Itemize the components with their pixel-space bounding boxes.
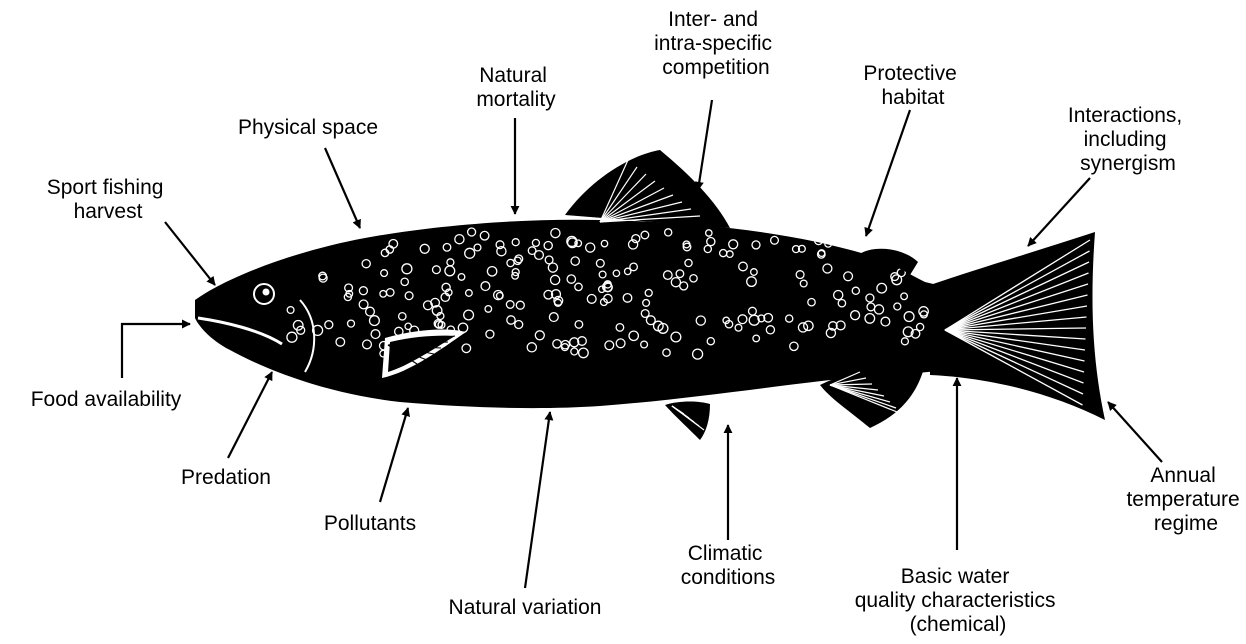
label-pollutants: Pollutants [324,512,416,535]
fish-eye-highlight [263,289,270,296]
label-protective-habitat: Protective habitat [863,62,962,109]
trout-illustration [195,150,1105,440]
label-physical-space: Physical space [238,116,378,139]
arrow-annual-temperature [1108,402,1162,462]
label-climatic-conditions: Climatic conditions [681,542,776,589]
arrow-predation [228,372,272,458]
arrow-sport-fishing [165,222,215,285]
arrow-natural-variation [525,412,550,588]
dorsal-fin [565,150,730,228]
label-competition: Inter- and intra-specific competition [654,8,778,79]
label-interactions: Interactions, including synergism [1068,104,1188,175]
arrow-pollutants [380,408,408,502]
pelvic-fin [665,402,710,441]
arrow-physical-space [325,148,360,228]
label-natural-variation: Natural variation [449,596,602,619]
label-food-availability: Food availability [31,388,182,411]
arrow-protective-habitat [866,110,910,236]
label-basic-water-quality: Basic water quality characteristics (che… [855,565,1062,636]
label-predation: Predation [181,466,271,489]
label-sport-fishing-harvest: Sport fishing harvest [47,176,170,223]
arrow-food-availability [122,324,190,378]
arrow-interactions [1028,178,1090,246]
label-natural-mortality: Natural mortality [476,64,556,111]
arrow-competition [698,100,712,190]
label-annual-temperature: Annual temperature regime [1126,464,1245,535]
